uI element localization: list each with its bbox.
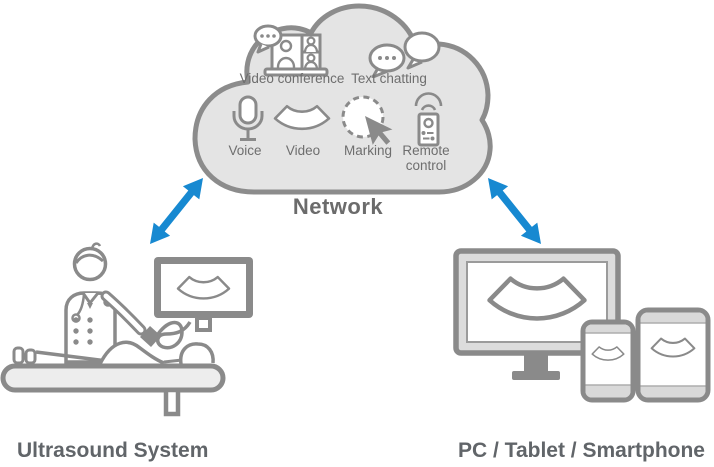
video-label: Video bbox=[285, 143, 321, 158]
pc-tablet-smartphone-illustration bbox=[453, 248, 711, 403]
marking-cursor-icon bbox=[341, 95, 393, 145]
smartphone-icon bbox=[580, 319, 636, 403]
ultrasound-probe-icon bbox=[140, 320, 192, 350]
video-conference-label: Video conference bbox=[239, 71, 345, 86]
doctor-figure bbox=[64, 242, 147, 364]
ultrasound-fan-icon bbox=[273, 104, 331, 131]
pc-tablet-smartphone-label: PC / Tablet / Smartphone bbox=[458, 439, 705, 462]
remote-control-icon bbox=[414, 92, 443, 147]
ultrasound-system-illustration bbox=[0, 242, 253, 417]
bedside-monitor-icon bbox=[154, 257, 253, 332]
left-network-arrow bbox=[150, 178, 203, 244]
right-network-arrow bbox=[488, 178, 541, 244]
microphone-icon bbox=[232, 95, 264, 141]
pc-monitor-icon bbox=[453, 248, 621, 380]
network-label: Network bbox=[292, 194, 384, 219]
exam-table bbox=[0, 363, 226, 417]
patient-figure bbox=[12, 340, 215, 365]
video-conference-icon bbox=[253, 24, 329, 77]
remote-control-label: Remote control bbox=[402, 143, 450, 174]
ultrasound-system-label: Ultrasound System bbox=[17, 439, 209, 462]
tablet-icon bbox=[635, 307, 711, 403]
marking-label: Marking bbox=[343, 143, 393, 158]
text-chatting-label: Text chatting bbox=[351, 71, 427, 86]
voice-label: Voice bbox=[228, 143, 262, 158]
text-chatting-icon bbox=[368, 31, 441, 78]
